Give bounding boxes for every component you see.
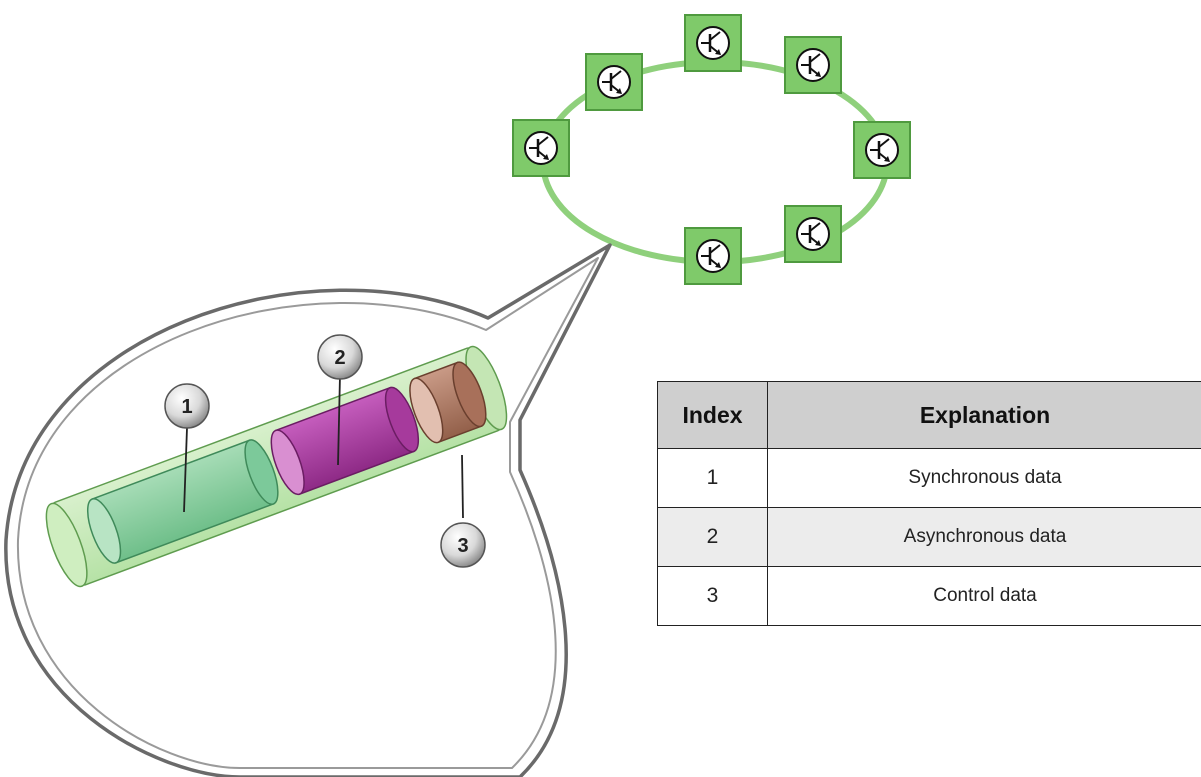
legend-header-row: Index Explanation: [657, 381, 1201, 449]
ring-nodes: [512, 14, 911, 285]
legend-explanation-cell: Control data: [767, 566, 1201, 626]
ring-node: [512, 119, 570, 177]
transistor-icon: [524, 131, 558, 165]
ring-node: [784, 36, 842, 94]
transistor-icon: [865, 133, 899, 167]
transistor-icon: [796, 217, 830, 251]
transistor-icon: [696, 239, 730, 273]
ring-node: [585, 53, 643, 111]
ring-node: [684, 227, 742, 285]
callout-line-1: [183, 427, 188, 513]
callout-3: 3: [440, 522, 486, 568]
callout-line-3: [461, 454, 464, 519]
legend-index-cell: 3: [657, 566, 768, 626]
data-frame-tube: [45, 345, 508, 588]
callout-number: 1: [181, 396, 192, 418]
control-data-segment: [409, 361, 487, 444]
callout-number: 2: [334, 347, 345, 369]
legend-header-explanation: Explanation: [767, 381, 1201, 449]
table-row: 2 Asynchronous data: [657, 507, 1201, 567]
ring-node: [853, 121, 911, 179]
ring-node: [684, 14, 742, 72]
legend-header-index: Index: [657, 381, 768, 449]
table-row: 3 Control data: [657, 566, 1201, 626]
callouts: 1 2 3: [164, 334, 486, 568]
synchronous-data-segment: [86, 439, 279, 564]
transistor-icon: [597, 65, 631, 99]
transistor-icon: [796, 48, 830, 82]
transistor-icon: [696, 26, 730, 60]
magnifier-bubble-inner: [16, 257, 599, 769]
legend-index-cell: 2: [657, 507, 768, 567]
table-row: 1 Synchronous data: [657, 448, 1201, 508]
callout-2: 2: [317, 334, 363, 380]
ring-node: [784, 205, 842, 263]
legend-index-cell: 1: [657, 448, 768, 508]
legend-explanation-cell: Synchronous data: [767, 448, 1201, 508]
asynchronous-data-segment: [270, 386, 420, 496]
callout-1: 1: [164, 383, 210, 429]
callout-number: 3: [457, 535, 468, 557]
legend-table: Index Explanation 1 Synchronous data 2 A…: [657, 381, 1201, 626]
callout-line-2: [337, 374, 341, 466]
legend-explanation-cell: Asynchronous data: [767, 507, 1201, 567]
